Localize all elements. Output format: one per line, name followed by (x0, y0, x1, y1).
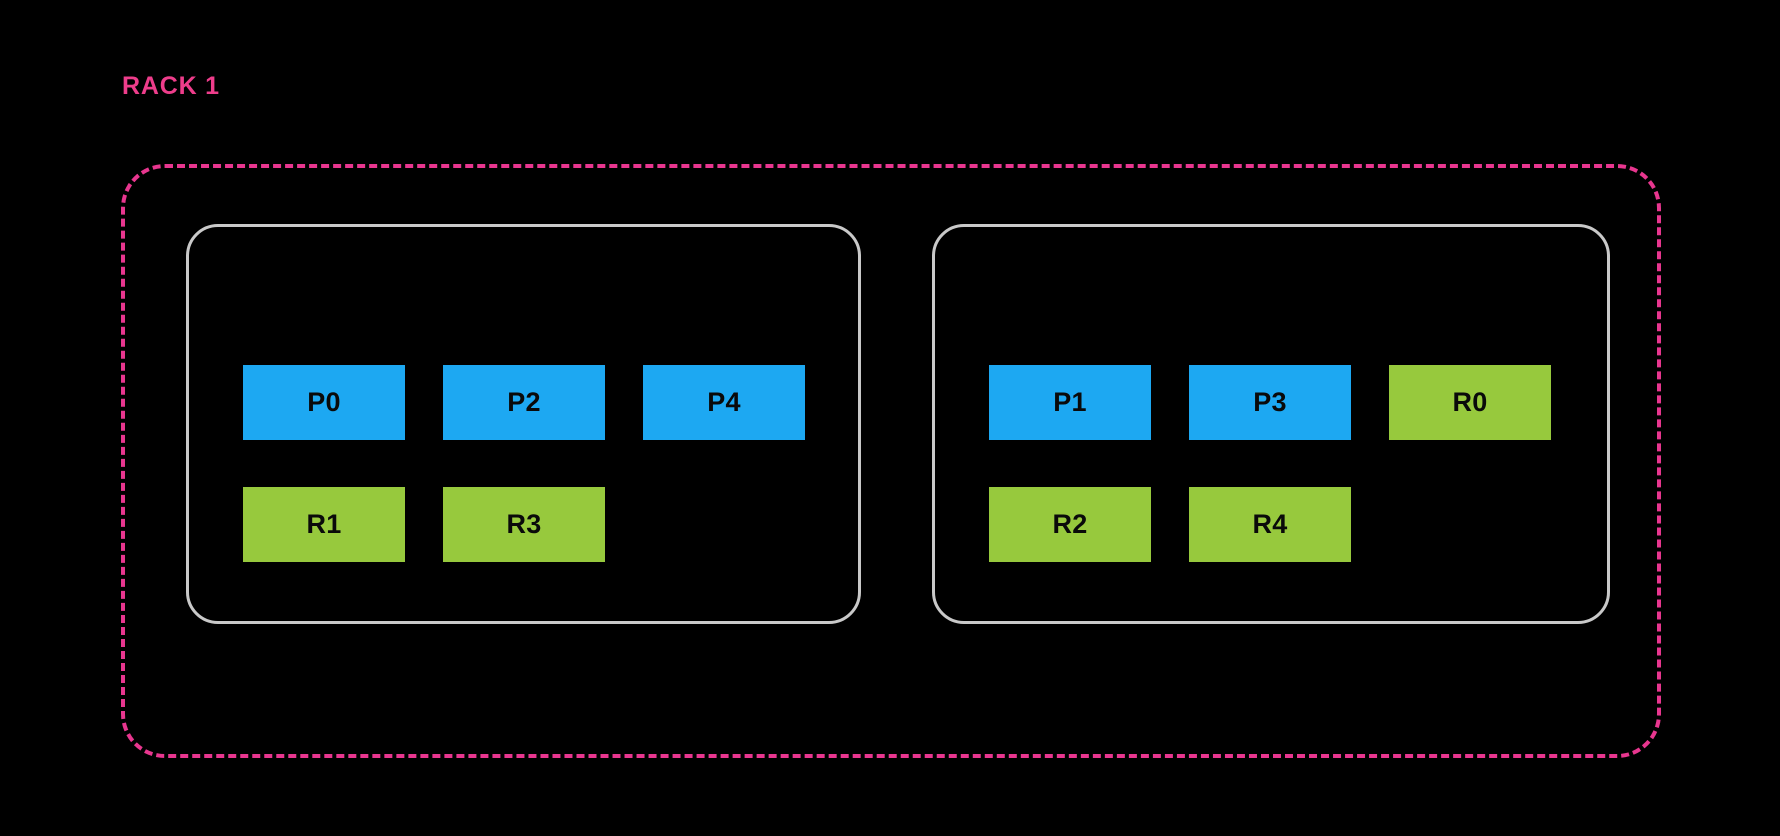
unit-p2[interactable]: P2 (443, 365, 605, 440)
unit-label: P3 (1253, 387, 1287, 417)
unit-r4[interactable]: R4 (1189, 487, 1351, 562)
unit-r0[interactable]: R0 (1389, 365, 1551, 440)
rack-label: RACK 1 (122, 72, 220, 100)
unit-label: P0 (307, 387, 341, 417)
unit-label: R2 (1052, 509, 1088, 539)
unit-p0[interactable]: P0 (243, 365, 405, 440)
unit-label: R4 (1252, 509, 1288, 539)
unit-r1[interactable]: R1 (243, 487, 405, 562)
unit-r3[interactable]: R3 (443, 487, 605, 562)
unit-r2[interactable]: R2 (989, 487, 1151, 562)
unit-row-replicas: R2 R4 (989, 487, 1607, 562)
unit-p4[interactable]: P4 (643, 365, 805, 440)
rack-boundary (121, 164, 1661, 758)
unit-p1[interactable]: P1 (989, 365, 1151, 440)
unit-label: P4 (707, 387, 741, 417)
unit-label: P1 (1053, 387, 1087, 417)
unit-row-partitions: P0 P2 P4 (243, 365, 858, 440)
unit-label: P2 (507, 387, 541, 417)
unit-row-replicas: R1 R3 (243, 487, 858, 562)
unit-label: R1 (306, 509, 342, 539)
unit-label: R3 (506, 509, 542, 539)
unit-label: R0 (1452, 387, 1488, 417)
unit-row-partitions: P1 P3 R0 (989, 365, 1607, 440)
unit-p3[interactable]: P3 (1189, 365, 1351, 440)
